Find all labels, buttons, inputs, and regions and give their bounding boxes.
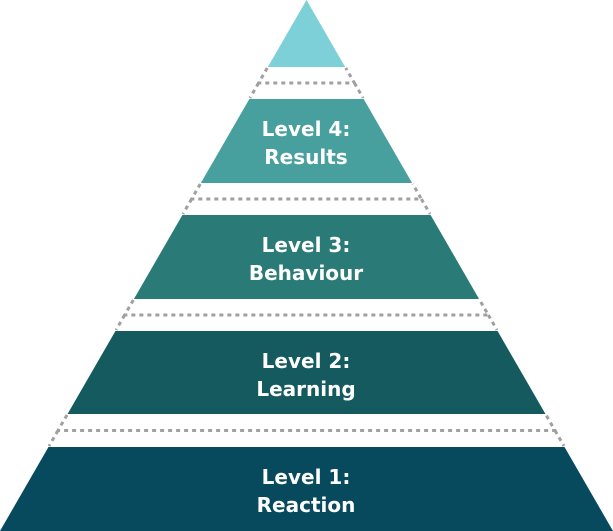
dashed-side-line	[353, 82, 365, 99]
level-1-label: Level 1: Reaction	[257, 465, 356, 517]
level-4-label: Level 4: Results	[262, 117, 351, 169]
dashed-side-line	[487, 314, 499, 331]
level-2-tier	[67, 331, 546, 414]
level-4-name: Results	[264, 145, 347, 169]
dashed-separator	[55, 414, 558, 432]
level-2-name: Learning	[256, 377, 355, 401]
dashed-separator	[122, 299, 491, 317]
dashed-separator	[255, 67, 358, 85]
dashed-separator	[189, 183, 424, 201]
dashed-side-line	[553, 429, 566, 447]
apex-triangle	[267, 0, 346, 67]
level-3-title: Level 3:	[262, 233, 351, 257]
dashed-side-line	[114, 314, 126, 331]
level-3-tier	[133, 215, 480, 299]
level-4-title: Level 4:	[262, 117, 351, 141]
dashed-side-line	[181, 198, 193, 215]
level-3-label: Level 3: Behaviour	[249, 233, 363, 285]
level-1-tier	[0, 447, 613, 531]
dashed-side-line	[420, 198, 432, 215]
level-1-name: Reaction	[257, 493, 356, 517]
level-4-tier	[200, 99, 413, 183]
dashed-side-line	[248, 82, 260, 99]
level-1-title: Level 1:	[262, 465, 351, 489]
level-2-title: Level 2:	[262, 349, 351, 373]
level-2-label: Level 2: Learning	[256, 349, 355, 401]
dashed-side-line	[47, 429, 60, 447]
level-3-name: Behaviour	[249, 261, 363, 285]
